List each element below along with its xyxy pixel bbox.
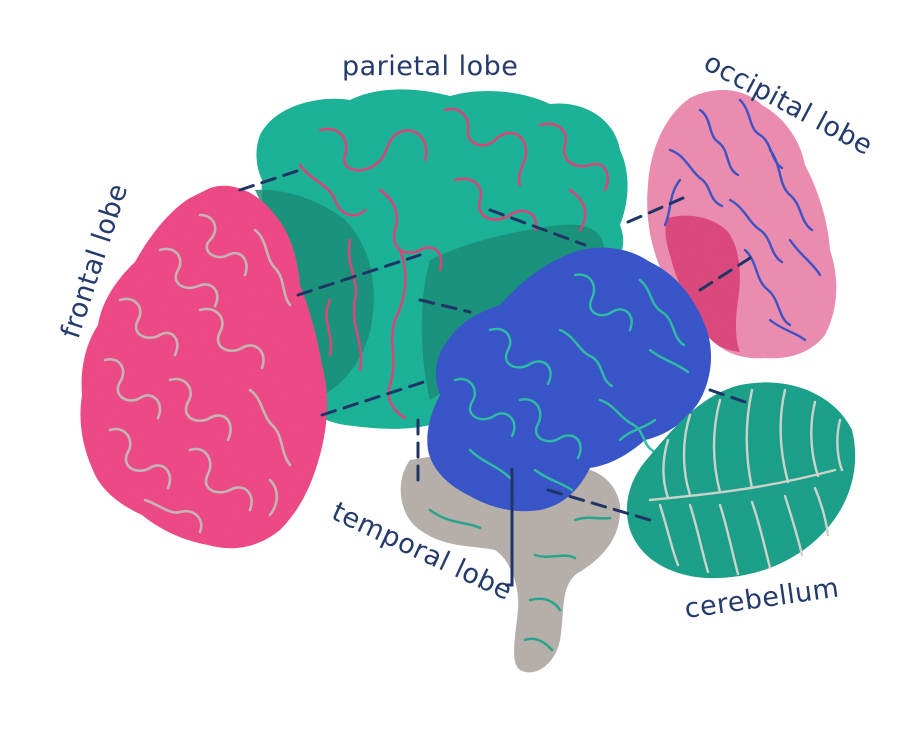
temporal-lobe-shape [427,247,712,512]
parietal-lines [298,107,609,420]
cerebellum-lines [648,388,844,576]
brainstem-lines [428,508,612,652]
cerebellum [626,382,856,579]
connector-temporal-mid [418,298,472,314]
occipital-lobe [647,89,837,359]
cerebellum-shape [626,382,856,579]
brainstem [400,455,621,673]
connector-brainstem-cerebellum [546,488,652,522]
connector-lines [238,168,752,587]
connector-parietal-occipital [626,193,692,224]
temporal-lines [453,273,690,492]
label-parietal-lobe: parietal lobe [342,51,518,82]
connector-parietal-temporal-top [488,208,587,247]
brainstem-shape [400,455,621,673]
connector-frontal-parietal-mid [296,253,422,297]
occipital-inner [665,215,740,352]
temporal-pointer [505,468,514,587]
frontal-lobe-shape [80,185,328,549]
label-cerebellum: cerebellum [683,573,842,625]
connector-occipital-temporal [698,256,752,292]
connector-frontal-temporal-low [320,378,432,417]
frontal-lobe [80,185,328,549]
frontal-lines [103,213,292,534]
connector-temporal-cerebellum [708,388,747,404]
temporal-lobe [427,247,712,512]
connector-frontal-parietal-top [238,168,302,192]
